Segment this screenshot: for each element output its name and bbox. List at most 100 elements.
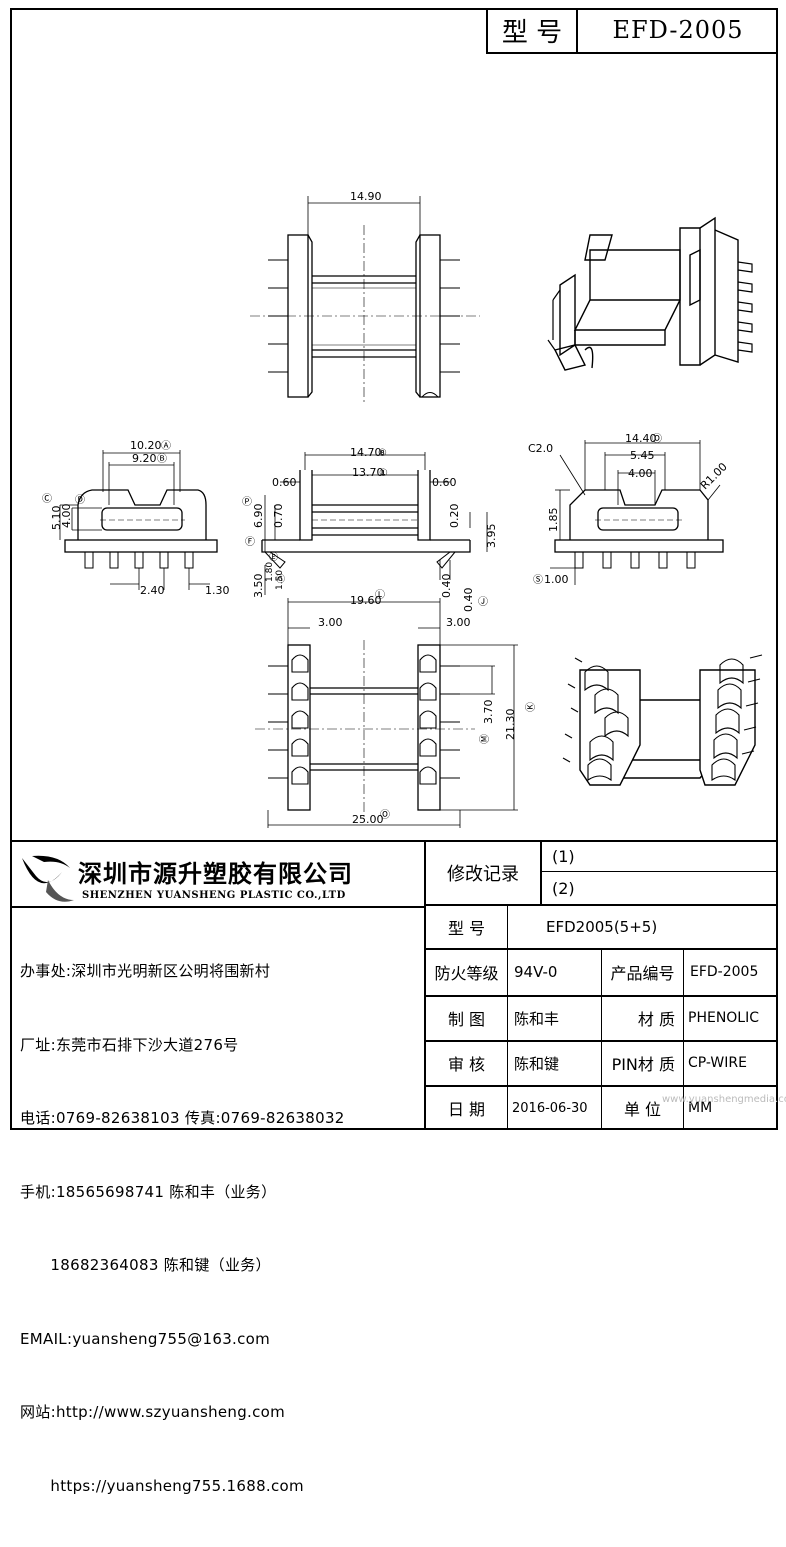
dim-14-90: 14.90 [350,190,382,203]
material-value: PHENOLIC [688,1010,760,1026]
reviewed-by-value: 陈和键 [508,1041,602,1085]
dim-0-40-b: 0.40 [462,588,475,613]
dim-3-70: 3.70 [482,700,495,725]
marker-q: Ⓞ [380,809,390,821]
dim-0-70: 0.70 [272,504,285,529]
dim-21-30: 21.30 [504,709,517,741]
company-name-cn: 深圳市源升塑胶有限公司 [78,860,353,888]
dim-3-00-left: 3.00 [318,616,343,629]
dim-9-20: 9.20 [132,452,157,465]
spec-row-divider [426,1040,778,1042]
contact-mobile-1: 手机:18565698741 陈和丰（业务） [20,1182,277,1201]
product-no-value: EFD-2005 [690,964,759,980]
dim-5-45: 5.45 [630,449,655,462]
spec-row-divider [426,1085,778,1087]
dim-25-00: 25.00 [352,813,384,826]
unit-label: 单 位 [602,1086,684,1130]
dim-r1: R1.00 [698,460,730,492]
watermark: www.yuanshengmedia.com [662,1094,786,1105]
dim-c2: C2.0 [528,442,553,455]
dim-0-60-left: 0.60 [272,476,297,489]
marker-m: Ⓜ [479,734,491,744]
spec-row-divider [426,995,778,997]
marker-a: Ⓐ [161,440,171,452]
iso-view-top [547,216,753,371]
company-logo-icon [22,855,74,902]
contact-email: EMAIL:yuansheng755@163.com [20,1329,271,1348]
drawn-by-label: 制 图 [426,996,508,1040]
marker-p: Ⓟ [242,496,252,508]
dim-3-95: 3.95 [485,524,498,549]
marker-j: Ⓙ [478,596,488,608]
pin-material-value: CP-WIRE [688,1055,747,1071]
dim-4-00: 4.00 [60,504,73,529]
iso-view-bottom [562,654,763,786]
dim-0-20: 0.20 [448,504,461,529]
marker-c: Ⓒ [42,493,52,505]
unit-value: MM [688,1100,713,1116]
company-name-en: SHENZHEN YUANSHENG PLASTIC CO.,LTD [82,890,346,901]
dim-1-00: 1.00 [544,573,569,586]
dim-6-90: 6.90 [252,504,265,529]
date-label: 日 期 [426,1086,508,1130]
drawn-by-value: 陈和丰 [508,996,602,1040]
dim-0-40-a: 0.40 [440,574,453,599]
dim-1-85: 1.85 [547,508,560,533]
contact-list: 办事处:深圳市光明新区公明将围新村 厂址:东莞市石排下沙大道276号 电话:07… [20,910,420,1547]
dim-19-60: 19.60 [350,594,382,607]
revision-2: (2) [552,878,575,898]
marker-i: ① [379,468,388,479]
company-block: 深圳市源升塑胶有限公司 SHENZHEN YUANSHENG PLASTIC C… [10,842,426,1495]
dim-14-40: 14.40 [625,432,657,445]
marker-g: Ⓖ [276,574,285,585]
dim-4-00-right: 4.00 [628,467,653,480]
dim-2-40: 2.40 [140,584,165,597]
revision-label: 修改记录 [426,842,542,904]
marker-h: ⑧ [378,448,387,459]
dim-14-70: 14.70 [350,446,382,459]
contact-office: 办事处:深圳市光明新区公明将围新村 [20,962,271,980]
left-view [59,450,218,590]
bottom-view [255,598,518,828]
revision-1: (1) [542,842,778,872]
technical-drawing: 14.90 10.20 Ⓐ 9.20 Ⓑ Ⓒ Ⓓ 5.10 4.00 2.40 … [42,190,763,828]
right-view [550,440,724,585]
spec-model-label: 型 号 [426,906,508,948]
marker-b: Ⓑ [157,453,167,465]
info-block-border [10,840,778,842]
top-view [250,196,480,405]
marker-s: Ⓢ [533,574,543,586]
front-view [261,452,488,595]
contact-factory: 厂址:东莞市石排下沙大道276号 [20,1035,239,1054]
spec-table: 修改记录 (1) (2) 型 号 EFD2005(5+5) 防火等级 94V-0… [426,842,786,1130]
marker-f: Ⓕ [245,536,255,548]
spec-row-divider [426,904,778,906]
dim-0-60-right: 0.60 [432,476,457,489]
pin-material-label: PIN材 质 [602,1041,684,1085]
dim-1-80: 1.80 [265,562,275,582]
marker-k: Ⓚ [525,702,537,712]
marker-l: Ⓛ [375,589,385,601]
model-value: EFD-2005 [612,16,744,44]
model-label: 型 号 [488,8,578,52]
dim-5-10: 5.10 [50,506,63,531]
contact-mobile-2: 18682364083 陈和键（业务） [20,1256,271,1274]
dim-3-50: 3.50 [252,574,265,599]
dim-3-00-right: 3.00 [446,616,471,629]
product-no-label: 产品编号 [602,949,684,995]
title-block: 型 号 EFD-2005 [486,8,778,54]
dim-1-50: 1.50 [275,570,285,590]
dim-10-20: 10.20 [130,439,162,452]
contact-phone: 电话:0769-82638103 传真:0769-82638032 [20,1109,345,1127]
contact-website: 网站:http://www.szyuansheng.com [20,1403,286,1421]
fire-rating-label: 防火等级 [426,949,508,995]
spec-model-value: EFD2005(5+5) [546,918,658,936]
dim-13-70: 13.70 [352,466,384,479]
spec-row-divider [426,948,778,950]
marker-e: Ⓔ [269,552,278,563]
marker-o: Ⓞ [652,433,662,445]
reviewed-by-label: 审 核 [426,1041,508,1085]
company-divider [10,906,424,908]
contact-shop: https://yuansheng755.1688.com [20,1476,304,1495]
fire-rating-value: 94V-0 [508,949,602,995]
